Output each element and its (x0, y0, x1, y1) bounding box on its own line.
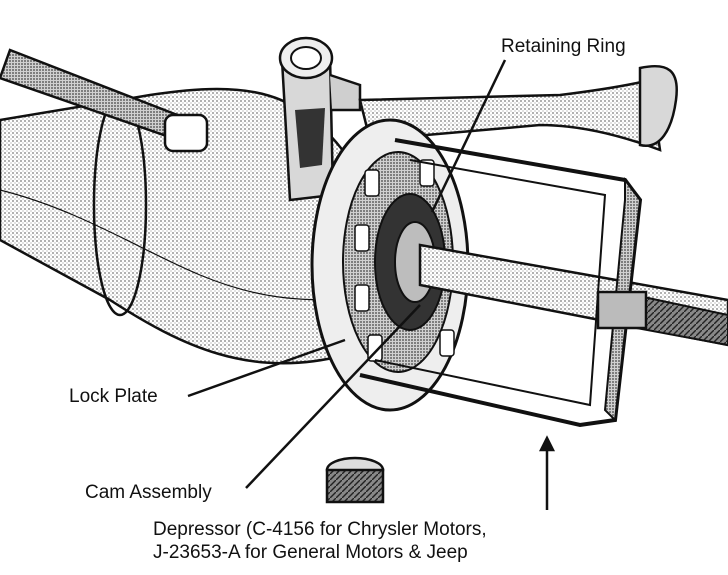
shift-lever (0, 48, 209, 153)
leader-lines (187, 59, 556, 510)
hazard-knob (278, 36, 362, 202)
label-retaining-ring: Retaining Ring (500, 36, 627, 58)
steering-shaft (418, 243, 728, 347)
label-depressor-line1: Depressor (C-4156 for Chrysler Motors, (152, 519, 488, 541)
label-depressor-line2: J-23653-A for General Motors & Jeep (152, 542, 469, 564)
turn-signal-lever (358, 64, 678, 152)
label-lock-plate: Lock Plate (68, 386, 159, 408)
label-cam-assembly: Cam Assembly (84, 482, 213, 504)
arrow-depressor (538, 435, 556, 452)
leader-cam-assembly (245, 304, 421, 489)
forcing-nut (325, 456, 385, 504)
leader-retaining-ring (430, 59, 507, 213)
cam-assembly (374, 193, 446, 331)
depressor-tool (359, 138, 648, 428)
leader-lock-plate (187, 338, 346, 398)
